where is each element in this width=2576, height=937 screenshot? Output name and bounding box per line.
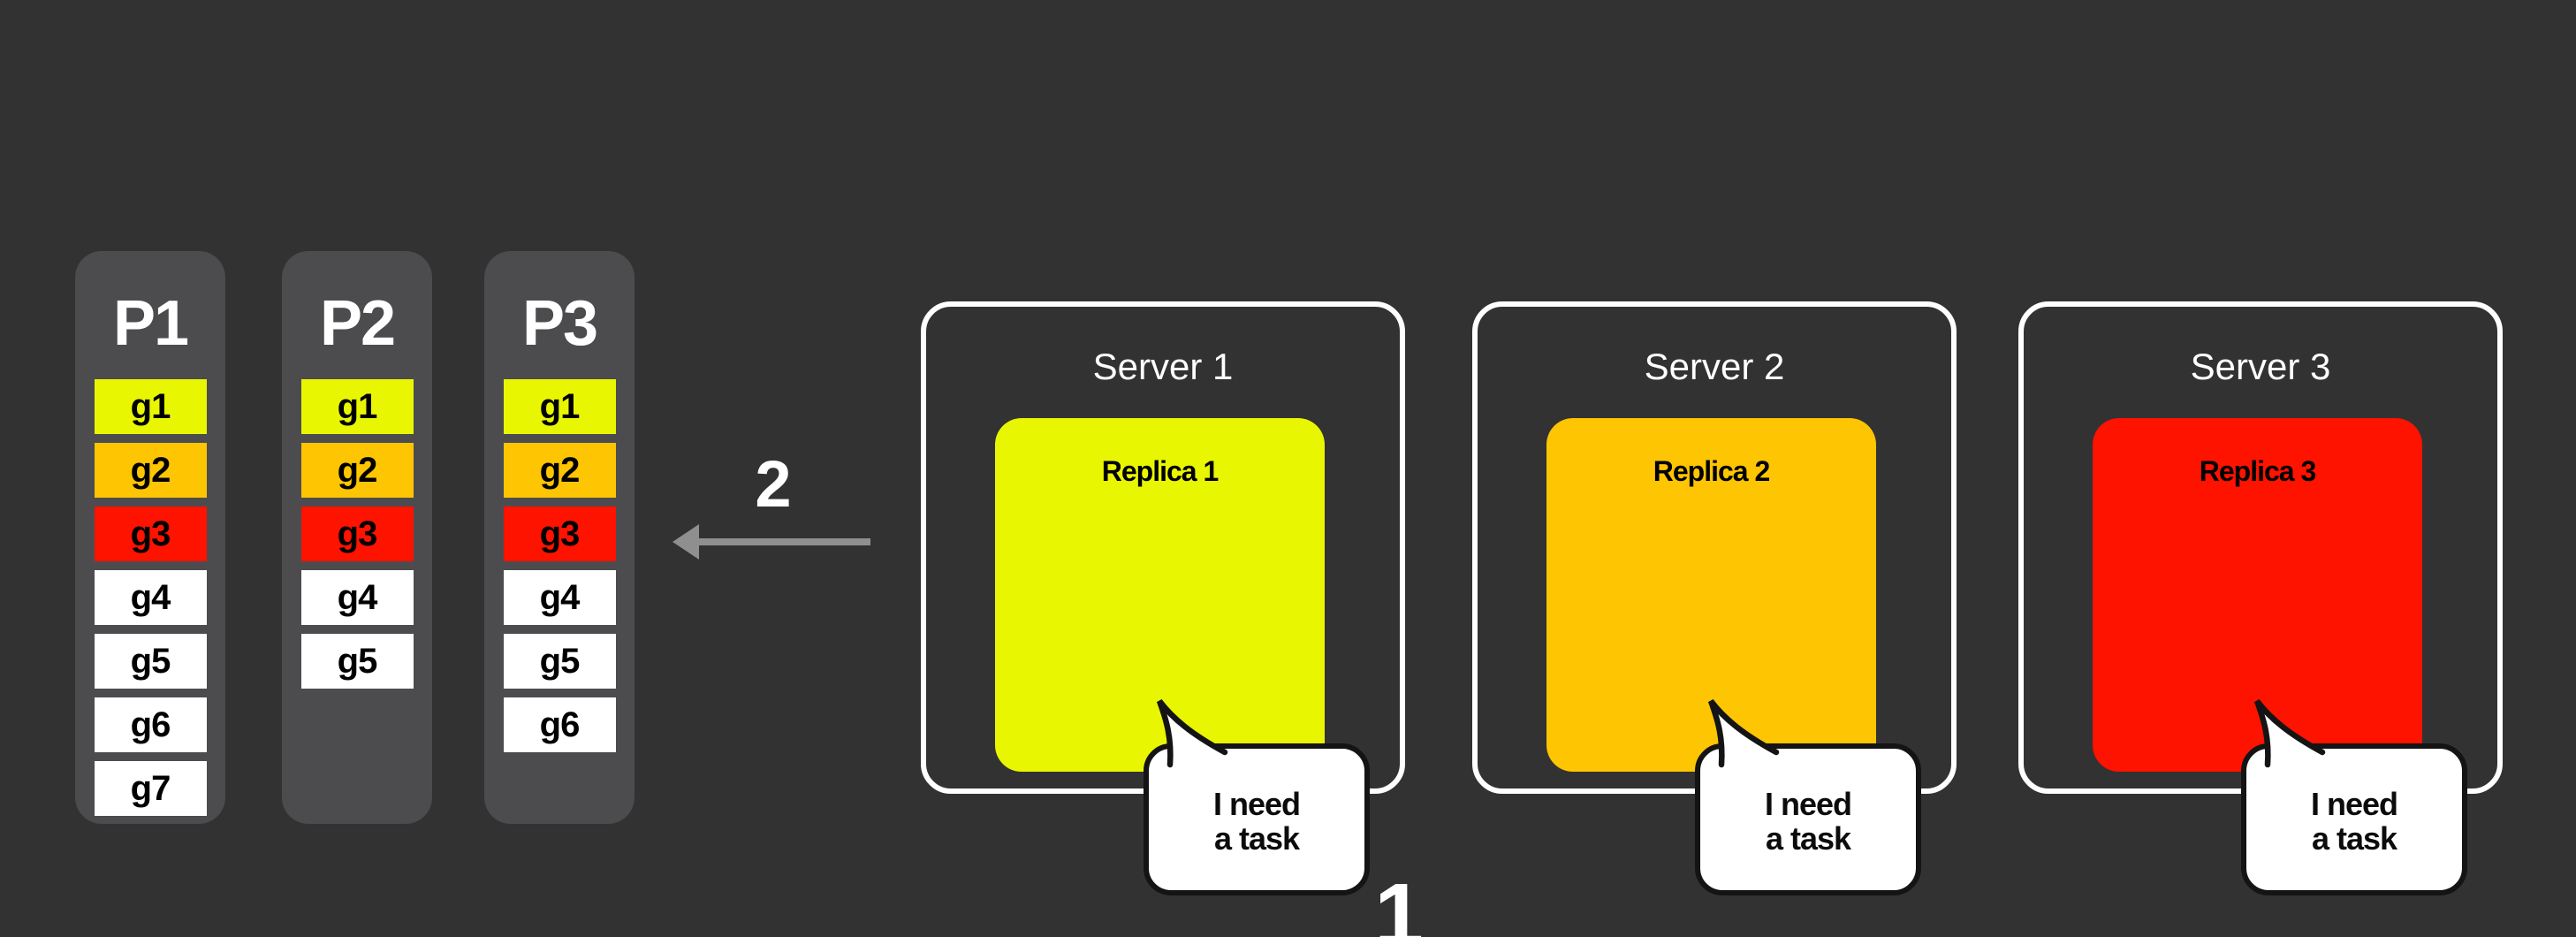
task-list: g1 g2 g3 g4 g5 [282,379,432,697]
speech-bubble [1144,699,1370,895]
task-cell: g6 [94,697,207,752]
task-cell: g4 [503,570,616,625]
task-list: g1 g2 g3 g4 g5 g6 g7 [75,379,225,825]
step-1-label: 1 [1374,865,1424,937]
speech-bubble [1695,699,1921,895]
task-cell: g5 [300,634,414,689]
task-cell: g3 [94,507,207,561]
task-cell: g3 [300,507,414,561]
task-cell: g1 [503,379,616,434]
partition-column-p2: P2 g1 g2 g3 g4 g5 [282,251,432,824]
replica-box: Replica 2 [1546,418,1876,772]
partition-column-p1: P1 g1 g2 g3 g4 g5 g6 g7 [75,251,225,824]
partition-column-p3: P3 g1 g2 g3 g4 g5 g6 [484,251,635,824]
server-title: Server 1 [1092,346,1234,387]
server-box-3: Server 3 Replica 3 I need a task [2018,301,2503,895]
task-cell: g5 [94,634,207,689]
task-cell: g1 [300,379,414,434]
partition-title: P3 [521,288,598,359]
server-title: Server 2 [1644,346,1785,387]
replica-box: Replica 3 [2093,418,2422,772]
task-cell: g7 [94,761,207,816]
task-cell: g2 [503,443,616,498]
replica-label: Replica 1 [1101,455,1220,487]
replica-label: Replica 2 [1653,455,1771,487]
task-cell: g1 [94,379,207,434]
server-box-2: Server 2 Replica 2 I need a task [1472,301,1957,895]
partition-title: P1 [112,288,189,359]
task-cell: g4 [94,570,207,625]
bubble-text: I need a task [2310,786,2398,857]
arrow-left-icon [672,524,870,560]
speech-bubble [2241,699,2467,895]
bubble-text: I need a task [1764,786,1852,857]
task-cell: g3 [503,507,616,561]
replica-label: Replica 3 [2199,455,2317,487]
step-2-label: 2 [755,447,792,521]
server-title: Server 3 [2190,346,2331,387]
server-box-1: Server 1 Replica 1 I need a task [921,301,1405,895]
partition-title: P2 [319,288,396,359]
task-list: g1 g2 g3 g4 g5 g6 [484,379,635,761]
task-cell: g6 [503,697,616,752]
replica-box: Replica 1 [995,418,1325,772]
task-cell: g5 [503,634,616,689]
task-cell: g2 [300,443,414,498]
task-cell: g2 [94,443,207,498]
task-cell: g4 [300,570,414,625]
bubble-text: I need a task [1212,786,1301,857]
